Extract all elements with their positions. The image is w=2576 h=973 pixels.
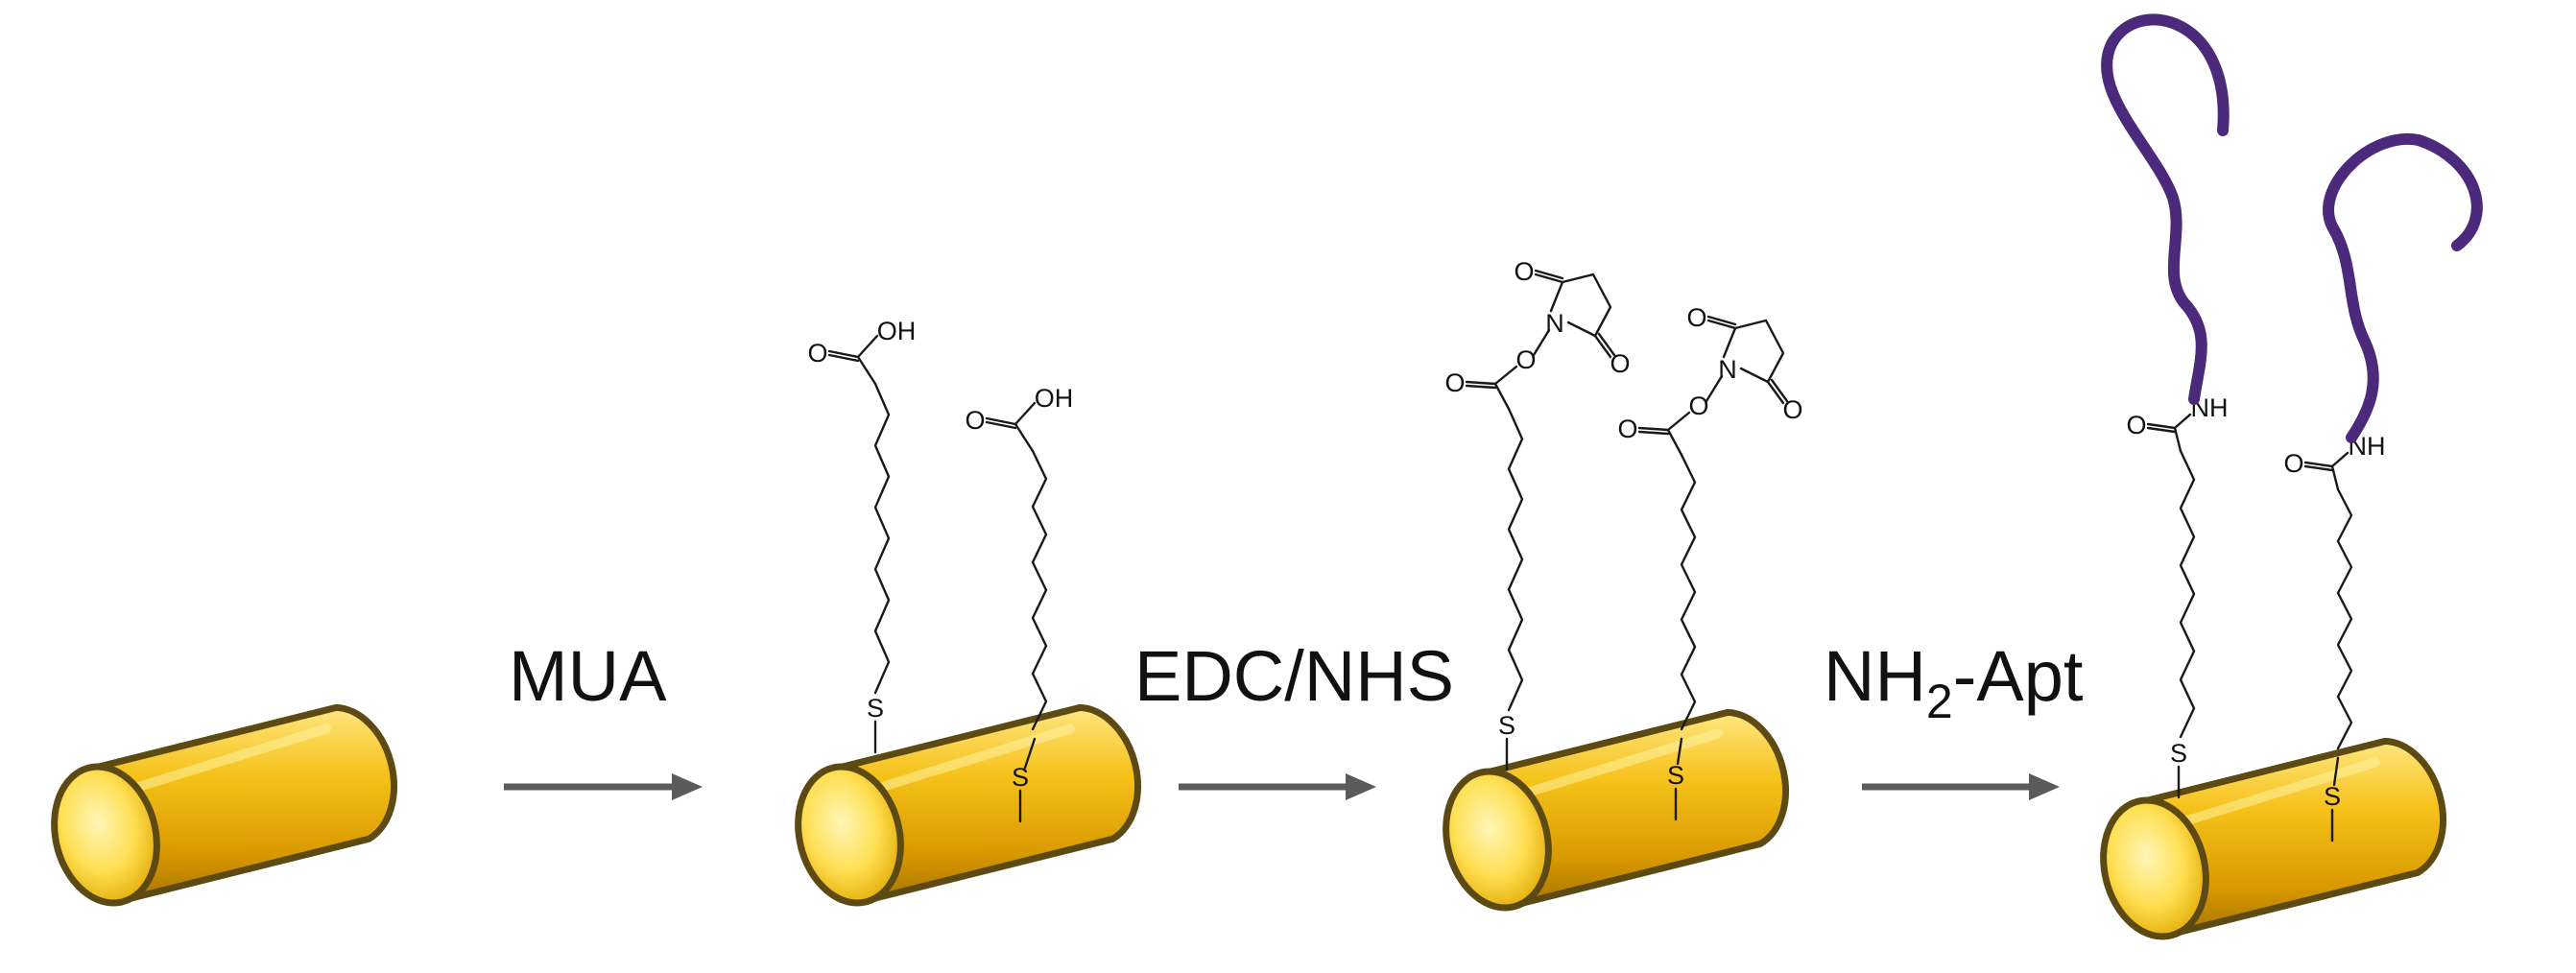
nanorod-cap: [1443, 768, 1552, 912]
nh2-label: NH: [1824, 636, 1926, 716]
carbonyl-double-bond: [1465, 380, 1497, 390]
nh2-subscript: 2: [1926, 675, 1953, 728]
succinimide-ring: [1549, 273, 1612, 338]
carbonyl-oxygen: O: [2126, 411, 2146, 439]
sulfur-atom: S: [2324, 782, 2341, 811]
alkyl-chain: [2336, 487, 2353, 750]
mua-label: MUA: [509, 636, 667, 716]
sulfur-atom: S: [2170, 739, 2187, 768]
carbonyl-double-bond: [2146, 422, 2177, 434]
carbon-bond: [1493, 382, 1511, 411]
imide-nitrogen: N: [1718, 355, 1737, 384]
carbonyl-oxygen: O: [2283, 449, 2303, 478]
ring-oxygen: O: [1610, 349, 1630, 378]
ester-bond: [1493, 365, 1518, 386]
nanorod-highlight: [2171, 757, 2381, 829]
gold-nanorod-icon: [795, 703, 1141, 907]
amide-bond: [2330, 451, 2349, 468]
gold-nanorod-icon: [51, 703, 397, 907]
mua-rod-ligands: S O OH S O OH: [807, 317, 1074, 823]
n-o-bond: [1532, 328, 1551, 357]
nanorod-cap: [51, 763, 160, 907]
carbonyl-oxygen: O: [965, 406, 985, 435]
nanorod-highlight: [866, 724, 1076, 795]
carbonyl-oxygen: O: [807, 339, 827, 368]
ester-oxygen: O: [1515, 345, 1536, 374]
nanorod-body: [85, 703, 397, 904]
apt-label: -Apt: [1953, 636, 2084, 716]
ring-oxygen: O: [1686, 303, 1706, 332]
alkyl-chain: [873, 382, 891, 695]
ring-oxygen: O: [1514, 257, 1534, 286]
succinimide-ring: [1722, 319, 1785, 384]
nanorod-body: [1477, 708, 1789, 909]
carbon-bond: [1014, 422, 1035, 453]
hydroxyl-bond: [856, 334, 879, 359]
nanorod-cap: [795, 763, 904, 907]
alkyl-chain: [1031, 449, 1048, 731]
step-label-edc-nhs: EDC/NHS: [1134, 636, 1454, 716]
alkyl-chain: [1507, 407, 1524, 712]
sulfur-atom: S: [1667, 761, 1684, 790]
nanorod-body: [829, 703, 1141, 904]
right-arrow-icon: [1862, 773, 2060, 800]
nanorod-highlight: [1514, 728, 1724, 800]
n-o-bond: [1705, 374, 1724, 403]
hydroxyl-group: OH: [1035, 384, 1074, 413]
alkyl-chain: [2179, 449, 2196, 739]
nanorod-cap: [2100, 796, 2209, 940]
step-label-mua: MUA: [509, 636, 667, 716]
edc-nhs-label: EDC/NHS: [1134, 636, 1454, 716]
thiol-bond: [1676, 737, 1683, 766]
carbonyl-double-bond: [827, 349, 860, 363]
right-arrow-icon: [1179, 773, 1376, 800]
nanorod-highlight: [122, 724, 332, 795]
alkyl-chain: [1680, 453, 1697, 731]
ester-oxygen: O: [1688, 392, 1708, 420]
ring-carbonyl: [1534, 269, 1564, 284]
carbonyl-double-bond: [2303, 461, 2334, 472]
hydroxyl-bond: [1014, 401, 1037, 426]
sulfur-atom: S: [867, 694, 884, 723]
ring-carbonyl: [1766, 378, 1789, 405]
carbonyl-double-bond: [1637, 426, 1670, 436]
ester-bond: [1666, 411, 1691, 432]
amide-bond: [2173, 413, 2192, 430]
gold-nanorod-icon: [1443, 708, 1789, 912]
ring-carbonyl: [1593, 332, 1616, 359]
thiol-bond: [2332, 756, 2340, 787]
right-arrow-icon: [504, 773, 703, 800]
carbon-bond: [856, 355, 877, 386]
ring-oxygen: O: [1782, 395, 1802, 424]
carbonyl-oxygen: O: [1617, 415, 1637, 443]
ring-carbonyl: [1706, 315, 1737, 330]
gold-nanorod-icon: [2100, 737, 2446, 940]
aptamer-strand-icon: [2323, 132, 2483, 443]
aptamer-strand-icon: [2101, 13, 2230, 405]
carbonyl-oxygen: O: [1444, 368, 1465, 397]
thiol-bond: [1023, 737, 1037, 770]
step-label-nh2-apt: NH2-Apt: [1824, 636, 2084, 728]
sulfur-atom: S: [1498, 711, 1515, 740]
sulfur-atom: S: [1012, 763, 1029, 792]
carbon-bond: [1666, 428, 1683, 457]
imide-nitrogen: N: [1545, 309, 1564, 338]
nanorod-body: [2135, 737, 2446, 937]
carbonyl-double-bond: [985, 416, 1017, 430]
hydroxyl-group: OH: [877, 317, 917, 345]
